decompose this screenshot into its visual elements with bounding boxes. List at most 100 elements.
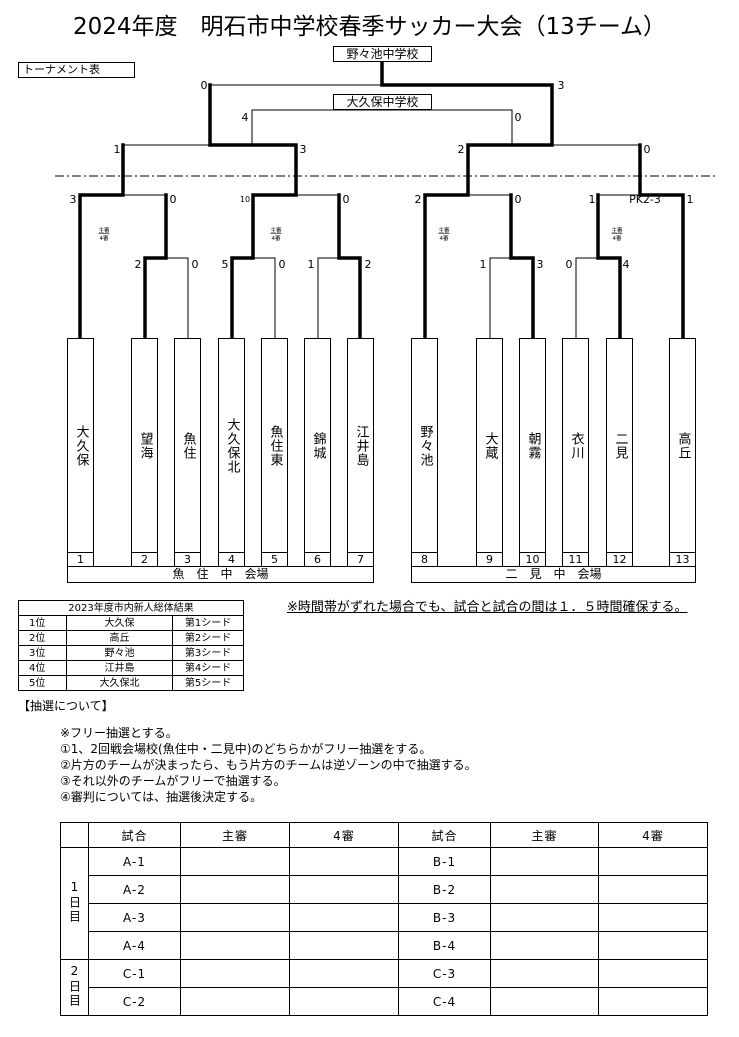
time-note: ※時間帯がずれた場合でも、試合と試合の間は１．５時間確保する。 xyxy=(287,600,688,615)
first-round-score: 4 xyxy=(623,258,630,271)
team-name: 江井島 xyxy=(353,424,369,467)
table-row: 1日目 A-1 B-1 xyxy=(60,847,708,960)
first-round-score: 0 xyxy=(279,258,286,271)
semifinal-score: 0 xyxy=(644,143,651,156)
team-number: 1 xyxy=(68,552,93,566)
table-row: 1位 大久保 第1シード xyxy=(18,615,245,631)
team-box: 朝霧 10 xyxy=(519,338,546,567)
seed-team: 野々池 xyxy=(66,645,173,661)
team-number: 10 xyxy=(520,552,545,566)
semifinal-score: 2 xyxy=(458,143,465,156)
champion-box: 野々池中学校 xyxy=(333,46,432,62)
seed-rank: 5位 xyxy=(18,675,67,691)
venue-futami: 二 見 中 会場 xyxy=(411,566,696,583)
team-box: 大蔵 9 xyxy=(476,338,503,567)
match-id: A-4 xyxy=(88,931,181,960)
column-header: 主審 xyxy=(490,822,599,848)
team-number: 13 xyxy=(670,552,695,566)
team-box: 望海 2 xyxy=(131,338,158,567)
lottery-rule: ④審判については、抽選後決定する。 xyxy=(60,790,263,804)
match-id: A-3 xyxy=(88,903,181,932)
quarterfinal-score: 10 xyxy=(240,195,250,204)
referee-mark-fourth: 4審 xyxy=(100,234,109,242)
pk-result: PK2-3 xyxy=(629,193,661,206)
team-name: 衣川 xyxy=(568,431,584,460)
team-name: 錦城 xyxy=(310,431,326,460)
bracket-line xyxy=(166,257,189,338)
fourth-referee-cell xyxy=(598,903,708,932)
referee-mark-head: 主審 xyxy=(438,226,450,234)
team-name: 野々池 xyxy=(417,424,433,467)
quarterfinal-score: 3 xyxy=(70,193,77,206)
team-number: 8 xyxy=(412,552,437,566)
match-id: B-4 xyxy=(398,931,491,960)
day-header xyxy=(60,822,89,848)
day-label-cell: 1日目 xyxy=(60,847,89,960)
table-row: 2位 高丘 第2シード xyxy=(18,630,245,646)
fourth-referee-cell xyxy=(598,875,708,904)
third-place-right-score: 0 xyxy=(515,111,522,124)
fourth-referee-cell xyxy=(598,931,708,960)
head-referee-cell xyxy=(180,931,290,960)
column-header: 4審 xyxy=(598,822,708,848)
head-referee-cell xyxy=(180,987,290,1016)
quarterfinal-score: 0 xyxy=(515,193,522,206)
bracket-line xyxy=(575,257,598,338)
fourth-referee-cell xyxy=(289,931,399,960)
seed-rank: 1位 xyxy=(18,615,67,631)
match-id: C-3 xyxy=(398,959,491,988)
head-referee-cell xyxy=(490,875,599,904)
team-name: 二見 xyxy=(612,431,628,460)
head-referee-cell xyxy=(180,903,290,932)
referee-mark-head: 主審 xyxy=(611,226,623,234)
quarterfinal-score: 0 xyxy=(170,193,177,206)
referee-mark-fourth: 4審 xyxy=(613,234,622,242)
bracket-line xyxy=(489,257,511,338)
team-box: 高丘 13 xyxy=(669,338,696,567)
match-id: C-2 xyxy=(88,987,181,1016)
table-row: 5位 大久保北 第5シード xyxy=(18,675,245,691)
bracket-line-winner xyxy=(337,193,362,340)
first-round-score: 5 xyxy=(222,258,229,271)
bracket-line-winner xyxy=(638,143,685,340)
bracket-line-winner xyxy=(509,193,535,340)
bracket-line-runner-up xyxy=(208,83,298,340)
column-header: 主審 xyxy=(180,822,290,848)
semifinal-score: 1 xyxy=(114,143,121,156)
match-id: B-3 xyxy=(398,903,491,932)
team-number: 2 xyxy=(132,552,157,566)
team-name: 大久保北 xyxy=(224,417,240,474)
head-referee-cell xyxy=(490,847,599,876)
first-round-score: 2 xyxy=(365,258,372,271)
quarterfinal-score: 0 xyxy=(343,193,350,206)
lottery-rule: ②片方のチームが決まったら、もう片方のチームは逆ゾーンの中で抽選する。 xyxy=(60,758,477,772)
final-left-score: 0 xyxy=(201,79,208,92)
day-label: 2日目 xyxy=(67,964,82,1008)
final-right-score: 3 xyxy=(558,79,565,92)
fourth-referee-cell xyxy=(289,987,399,1016)
lottery-rule: ※フリー抽選とする。 xyxy=(60,726,178,740)
team-box: 野々池 8 xyxy=(411,338,438,567)
seed-table-title: 2023年度市内新人総体結果 xyxy=(17,600,245,616)
document-title: 2024年度 明石市中学校春季サッカー大会（13チーム） xyxy=(72,14,667,40)
team-box: 魚住東 5 xyxy=(261,338,288,567)
match-id: A-1 xyxy=(88,847,181,876)
fourth-referee-cell xyxy=(289,875,399,904)
team-box: 魚住 3 xyxy=(174,338,201,567)
team-name: 望海 xyxy=(137,431,153,460)
team-number: 11 xyxy=(563,552,588,566)
table-row: A-4 B-4 xyxy=(61,931,708,960)
lottery-rules: ※フリー抽選とする。 ①1、2回戦会場校(魚住中・二見中)のどちらかがフリー抽選… xyxy=(60,725,477,805)
seed-label: 第3シード xyxy=(171,645,245,661)
head-referee-cell xyxy=(490,987,599,1016)
match-id: A-2 xyxy=(88,875,181,904)
team-number: 12 xyxy=(607,552,632,566)
bracket-line-winner xyxy=(596,193,622,340)
team-box: 江井島 7 xyxy=(347,338,374,567)
first-round-score: 3 xyxy=(537,258,544,271)
team-name: 魚住東 xyxy=(267,424,283,467)
quarterfinal-score: 2 xyxy=(415,193,422,206)
day-label-cell: 2日目 xyxy=(60,959,89,1016)
quarterfinal-score: 1 xyxy=(687,193,694,206)
first-round-score: 1 xyxy=(308,258,315,271)
